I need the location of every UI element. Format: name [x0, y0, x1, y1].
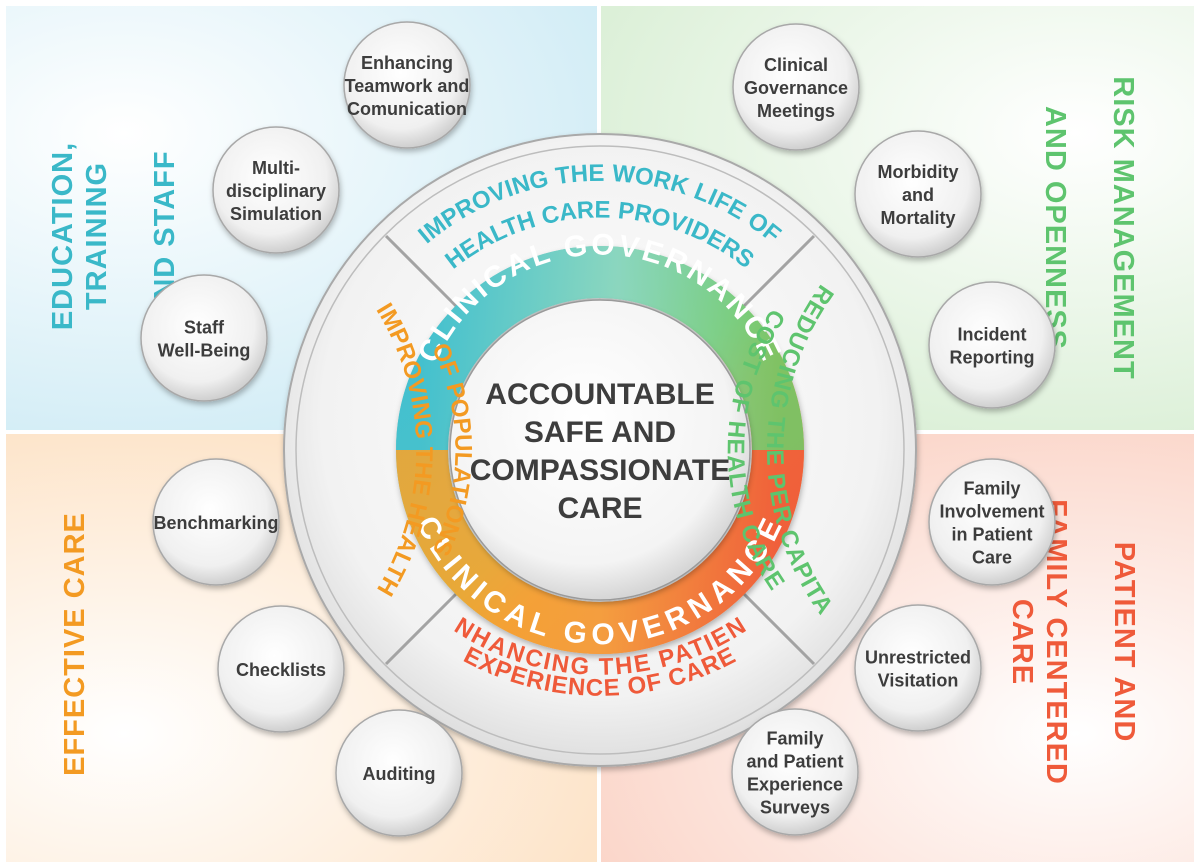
- bubble-text: Family: [963, 479, 1020, 499]
- bubble-text: Family: [766, 729, 823, 749]
- bubble-circle: [854, 604, 982, 732]
- bubble-checklists: Checklists: [217, 605, 345, 733]
- bubble-benchmarking: Benchmarking: [152, 458, 280, 586]
- bubble-text: Incident: [957, 325, 1026, 345]
- bubble-text: Reporting: [950, 348, 1035, 368]
- bubble-circle: [854, 130, 982, 258]
- bubble-circle: [217, 605, 345, 733]
- bubble-text: Well-Being: [158, 341, 251, 361]
- bubble-circle: [140, 274, 268, 402]
- center-line-3: COMPASSIONATE: [470, 454, 731, 487]
- center-text: ACCOUNTABLE SAFE AND COMPASSIONATE CARE: [470, 378, 731, 525]
- bubble-circle: [343, 21, 471, 149]
- bubble-text: Auditing: [363, 764, 436, 784]
- bubble-text: in Patient: [951, 525, 1032, 545]
- bubble-text: Staff: [184, 318, 225, 338]
- bubble-circle: [152, 458, 280, 586]
- bubble-text: Enhancing: [361, 53, 453, 73]
- center-line-2: SAFE AND: [524, 416, 676, 449]
- bubble-text: Surveys: [760, 798, 830, 818]
- bubble-text: Comunication: [347, 99, 467, 119]
- bubble-text: Multi-: [252, 158, 300, 178]
- bubble-text: Experience: [747, 775, 843, 795]
- bubble-text: Checklists: [236, 660, 326, 680]
- bubble-text: and Patient: [746, 752, 843, 772]
- bubble-text: Morbidity: [878, 162, 959, 182]
- center-line-4: CARE: [557, 492, 642, 525]
- bubble-text: disciplinary: [226, 181, 326, 201]
- bubble-text: Unrestricted: [865, 648, 971, 668]
- bubble-text: Meetings: [757, 101, 835, 121]
- bubble-text: Visitation: [878, 671, 959, 691]
- bubble-circle: [928, 458, 1056, 586]
- bubble-auditing: Auditing: [335, 709, 463, 837]
- bubble-circle: [732, 23, 860, 151]
- bubble-circle: [731, 708, 859, 836]
- bubble-text: Governance: [744, 78, 848, 98]
- bubble-text: Simulation: [230, 204, 322, 224]
- bubble-text: Involvement: [939, 502, 1044, 522]
- bubble-text: Benchmarking: [153, 513, 278, 533]
- bubble-text: and: [902, 185, 934, 205]
- bubble-text: Care: [972, 548, 1012, 568]
- bubble-text: Clinical: [764, 55, 828, 75]
- bubble-text: Teamwork and: [345, 76, 470, 96]
- bubble-text: Mortality: [880, 208, 955, 228]
- bubble-circle: [928, 281, 1056, 409]
- bubble-circle: [212, 126, 340, 254]
- bubble-circle: [335, 709, 463, 837]
- aim-dividers: [384, 234, 816, 666]
- center-line-1: ACCOUNTABLE: [485, 378, 714, 411]
- center-disc: [449, 299, 751, 601]
